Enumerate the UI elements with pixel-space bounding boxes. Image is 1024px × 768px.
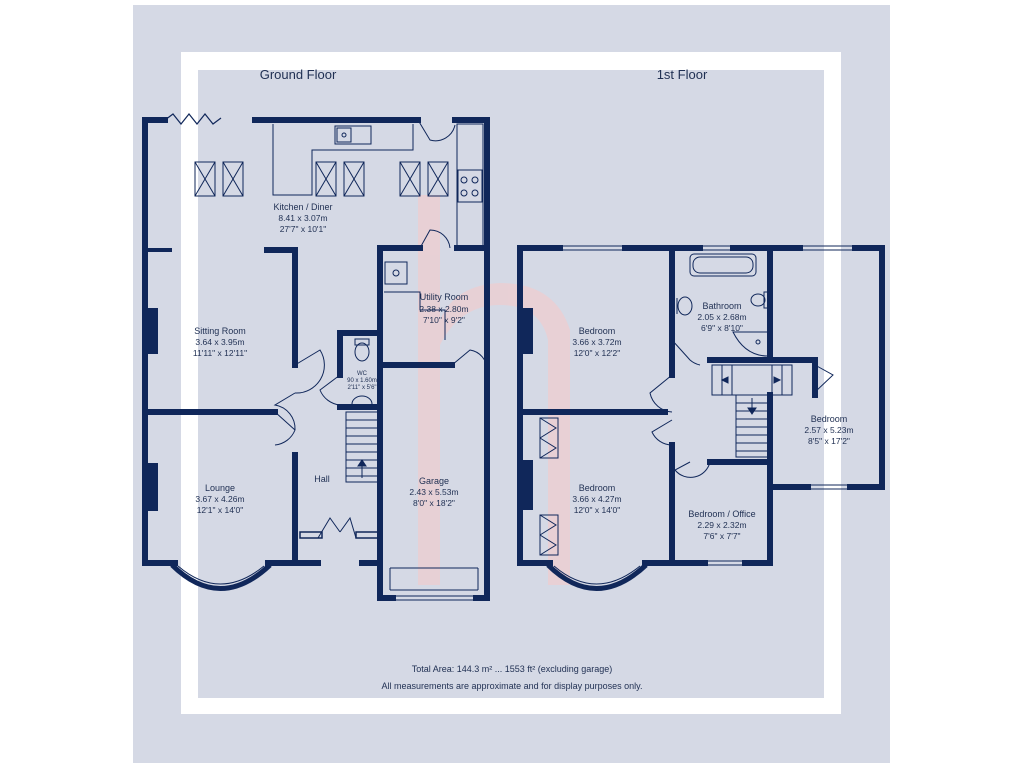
hall-name: Hall bbox=[314, 474, 330, 484]
wc-metric: 90 x 1.60m bbox=[347, 378, 377, 384]
total-area-note: Total Area: 144.3 m² ... 1553 ft² (exclu… bbox=[412, 664, 613, 674]
garage-imperial: 8'0" x 18'2" bbox=[413, 498, 455, 508]
skylight-icon bbox=[194, 161, 449, 197]
lounge-bay-window bbox=[170, 563, 272, 591]
disclaimer-note: All measurements are approximate and for… bbox=[382, 681, 643, 691]
bathroom-metric: 2.05 x 2.68m bbox=[697, 312, 746, 322]
lounge-metric: 3.67 x 4.26m bbox=[195, 494, 244, 504]
bedroom1-name: Bedroom bbox=[579, 326, 616, 336]
ground-floor-title: Ground Floor bbox=[260, 67, 337, 82]
utility-fittings bbox=[384, 261, 446, 340]
sink-icon bbox=[384, 261, 408, 285]
bedroom3-metric: 3.66 x 4.27m bbox=[572, 494, 621, 504]
sitting-name: Sitting Room bbox=[194, 326, 246, 336]
watermark-logo bbox=[418, 195, 570, 585]
first-floor-walls bbox=[517, 245, 885, 566]
ground-doors bbox=[273, 119, 488, 539]
office-imperial: 7'6" x 7'7" bbox=[703, 531, 740, 541]
lounge-name: Lounge bbox=[205, 483, 235, 493]
utility-name: Utility Room bbox=[420, 292, 469, 302]
kitchen-name: Kitchen / Diner bbox=[273, 202, 332, 212]
bath-icon bbox=[689, 253, 757, 277]
bedroom1-imperial: 12'0" x 12'2" bbox=[574, 348, 621, 358]
bathroom-name: Bathroom bbox=[702, 301, 741, 311]
office-name: Bedroom / Office bbox=[688, 509, 755, 519]
staircase-icon bbox=[711, 364, 793, 458]
kitchen-imperial: 27'7" x 10'1" bbox=[280, 224, 327, 234]
bathroom-imperial: 6'9" x 8'10" bbox=[701, 323, 743, 333]
wc-name: WC bbox=[357, 371, 368, 377]
kitchen-units bbox=[272, 123, 484, 249]
inner-background bbox=[198, 70, 824, 698]
lounge-imperial: 12'1" x 14'0" bbox=[197, 505, 244, 515]
ground-windows bbox=[164, 113, 479, 601]
bedroom2-metric: 2.57 x 5.23m bbox=[804, 425, 853, 435]
first-floor-title: 1st Floor bbox=[657, 67, 708, 82]
sink-icon bbox=[334, 125, 372, 145]
sitting-imperial: 11'11" x 12'11" bbox=[193, 348, 247, 358]
garage-name: Garage bbox=[419, 476, 449, 486]
shower-icon bbox=[732, 331, 769, 357]
office-metric: 2.29 x 2.32m bbox=[697, 520, 746, 530]
bedroom2-imperial: 8'5" x 17'2" bbox=[808, 436, 850, 446]
utility-metric: 2.38 x 2.80m bbox=[419, 304, 468, 314]
toilet-icon bbox=[351, 338, 373, 405]
bedroom2-name: Bedroom bbox=[811, 414, 848, 424]
bedroom-bay-window bbox=[546, 563, 648, 591]
wc-imperial: 2'11" x 5'6" bbox=[347, 385, 376, 391]
ground-floor-walls bbox=[142, 117, 490, 601]
bedroom1-metric: 3.66 x 3.72m bbox=[572, 337, 621, 347]
garage-metric: 2.43 x 5.53m bbox=[409, 487, 458, 497]
first-doors bbox=[649, 339, 834, 478]
hob-icon bbox=[457, 169, 483, 203]
toilet-icon bbox=[676, 291, 770, 316]
first-windows bbox=[539, 245, 855, 566]
bedroom3-name: Bedroom bbox=[579, 483, 616, 493]
utility-imperial: 7'10" x 9'2" bbox=[423, 315, 465, 325]
bedroom3-imperial: 12'0" x 14'0" bbox=[574, 505, 621, 515]
sitting-metric: 3.64 x 3.95m bbox=[195, 337, 244, 347]
kitchen-metric: 8.41 x 3.07m bbox=[278, 213, 327, 223]
staircase-icon bbox=[345, 411, 379, 483]
